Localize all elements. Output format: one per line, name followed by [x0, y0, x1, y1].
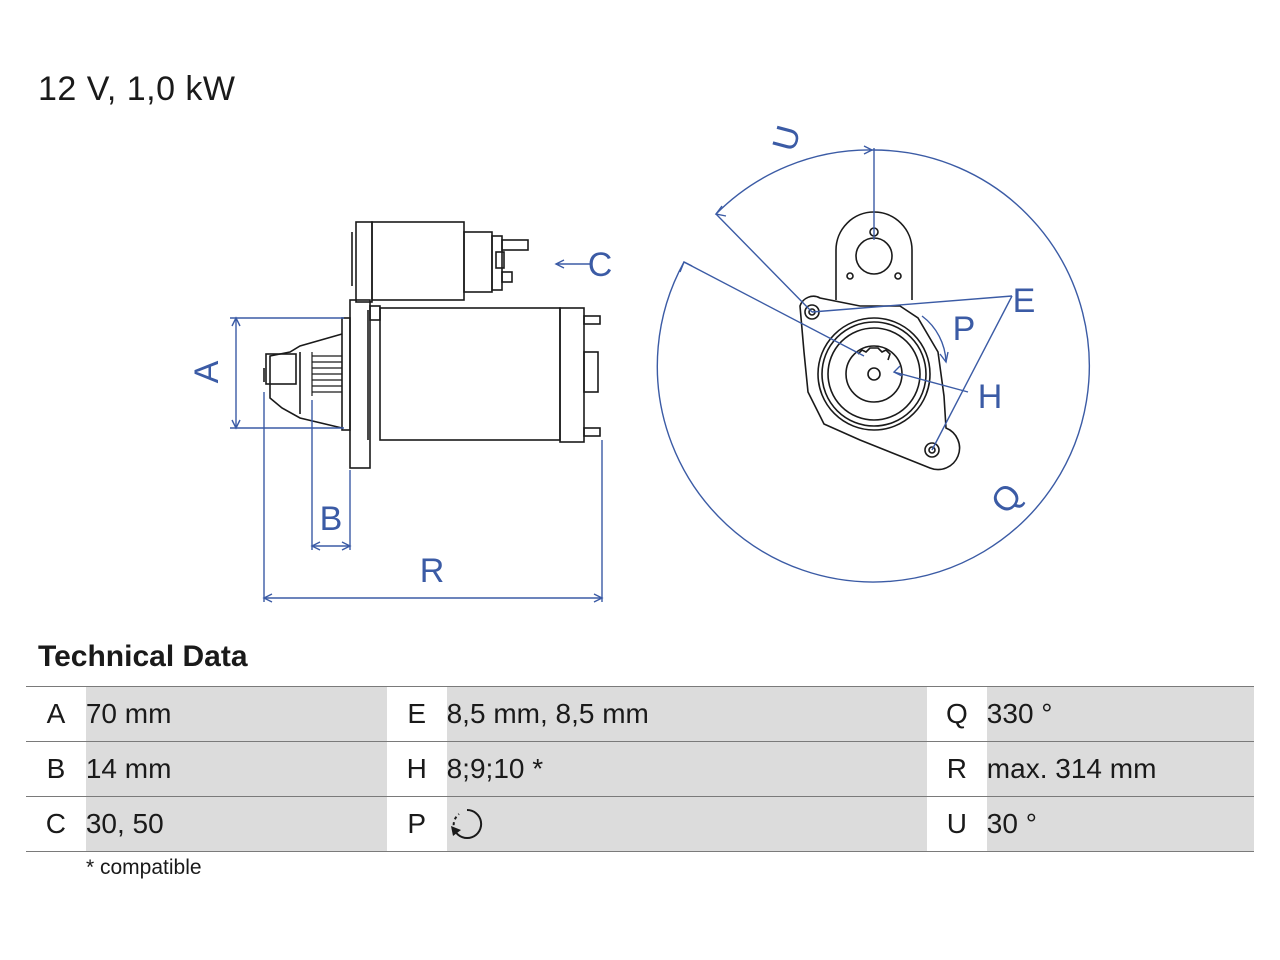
spec-key: R	[926, 741, 987, 797]
spec-value: 8,5 mm, 8,5 mm	[446, 686, 927, 742]
starter-side-view	[263, 221, 601, 469]
table-row: B 14 mm H 8;9;10 * R max. 314 mm	[26, 741, 1254, 797]
spec-value: 30, 50	[85, 796, 387, 852]
spec-value: max. 314 mm	[986, 741, 1254, 797]
front-view-labels: U E P H Q	[765, 121, 1035, 521]
table-row: C 30, 50 P U 30 °	[26, 796, 1254, 852]
technical-data-heading: Technical Data	[38, 640, 248, 673]
label-h: H	[978, 378, 1003, 416]
label-p: P	[953, 310, 976, 348]
spec-key: P	[386, 796, 447, 852]
spec-value: 330 °	[986, 686, 1254, 742]
technical-data-table: A 70 mm E 8,5 mm, 8,5 mm Q 330 ° B 14 mm…	[26, 686, 1254, 852]
spec-key: E	[386, 686, 447, 742]
starter-front-view	[799, 211, 961, 471]
spec-key: H	[386, 741, 447, 797]
label-e: E	[1013, 282, 1036, 320]
table-row: A 70 mm E 8,5 mm, 8,5 mm Q 330 °	[26, 686, 1254, 742]
spec-key: Q	[926, 686, 987, 742]
spec-value: 8;9;10 *	[446, 741, 927, 797]
label-r: R	[420, 552, 445, 590]
spec-value: 14 mm	[85, 741, 387, 797]
side-view-labels: A B C R	[188, 246, 612, 590]
spec-key: U	[926, 796, 987, 852]
spec-key: A	[26, 686, 86, 742]
technical-drawing: A B C R	[188, 121, 1091, 603]
spec-value: 30 °	[986, 796, 1254, 852]
front-view-dimensions	[656, 145, 1091, 583]
side-view-dimensions	[230, 259, 604, 603]
clockwise-rotation-icon	[450, 808, 482, 839]
spec-value-rotation	[446, 796, 927, 852]
spec-key: C	[26, 796, 86, 852]
label-b: B	[320, 500, 343, 538]
label-a: A	[188, 360, 226, 383]
page-title: 12 V, 1,0 kW	[38, 70, 236, 108]
spec-key: B	[26, 741, 86, 797]
label-u: U	[765, 121, 808, 155]
footnote: * compatible	[86, 856, 202, 879]
spec-value: 70 mm	[85, 686, 387, 742]
label-q: Q	[984, 476, 1030, 521]
label-c: C	[588, 246, 613, 284]
